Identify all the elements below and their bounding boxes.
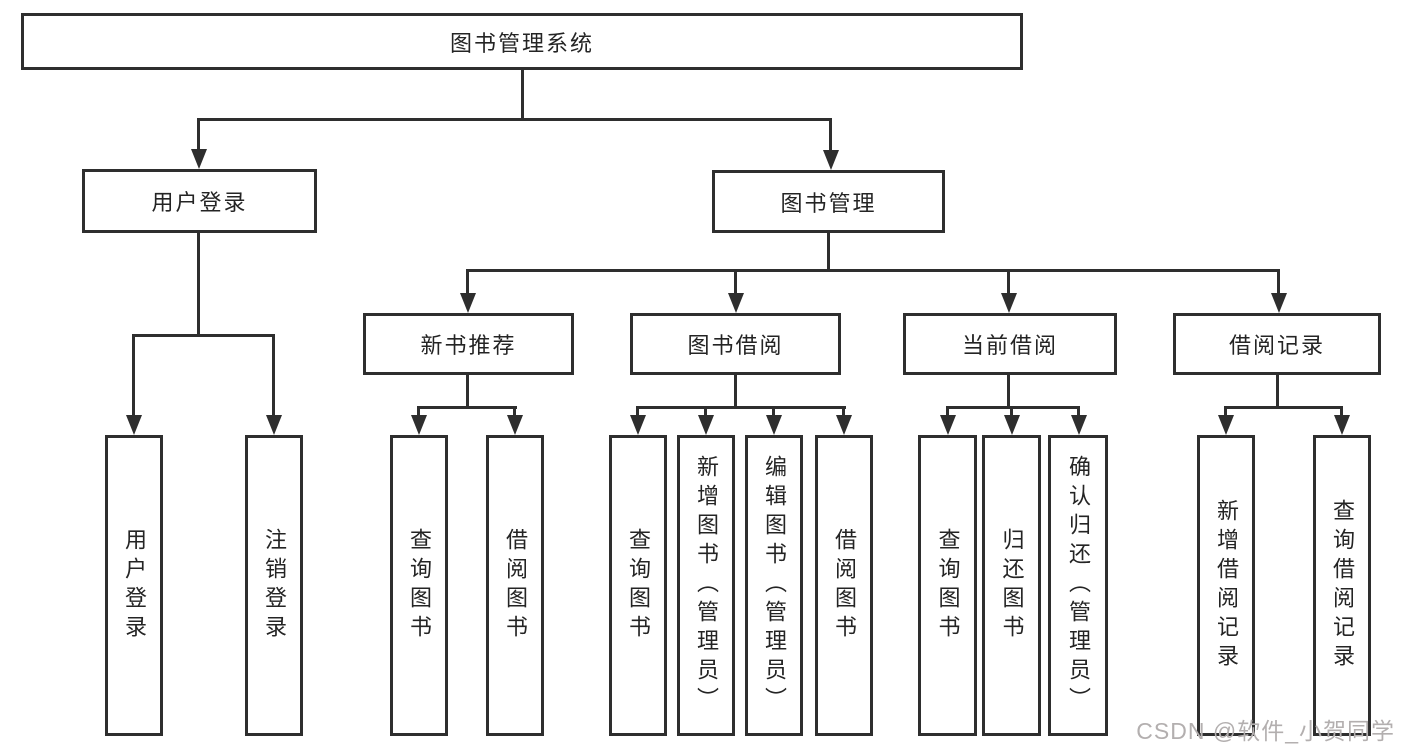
connector-bbadd-shaft xyxy=(704,406,707,420)
connector-userlogin-split xyxy=(132,334,275,337)
connector-bbquery-shaft xyxy=(636,406,639,420)
arrowhead-bbborrow xyxy=(836,415,852,435)
arrowhead-bradd xyxy=(1218,415,1234,435)
node-bb-add-book-label: 新增图书（管理员） xyxy=(694,455,719,716)
connector-userlogin-shaft xyxy=(197,118,200,152)
connector-bookmgmt-shaft xyxy=(829,118,832,152)
connector-bookborrow-shaft xyxy=(734,269,737,295)
node-cb-query-book-label: 查询图书 xyxy=(935,527,961,644)
node-rec-query-book-label: 查询图书 xyxy=(407,527,432,644)
node-br-add-record-label: 新增借阅记录 xyxy=(1214,498,1239,673)
node-bb-borrow-book: 借阅图书 xyxy=(815,435,873,736)
node-rec-borrow-book-label: 借阅图书 xyxy=(503,527,528,644)
connector-brquery-shaft xyxy=(1340,406,1343,420)
node-br-add-record: 新增借阅记录 xyxy=(1197,435,1255,736)
node-borrow-record: 借阅记录 xyxy=(1173,313,1381,375)
arrowhead-cbquery xyxy=(940,415,956,435)
arrowhead-recquery xyxy=(411,415,427,435)
connector-root-stem xyxy=(521,69,524,119)
node-rec-query-book: 查询图书 xyxy=(390,435,448,736)
connector-level3-split xyxy=(466,269,1280,272)
node-user-login-label: 用户登录 xyxy=(151,190,248,215)
node-book-borrow-label: 图书借阅 xyxy=(687,333,784,358)
arrowhead-cbconfirm xyxy=(1071,415,1087,435)
node-cb-return-book-label: 归还图书 xyxy=(999,527,1025,644)
node-br-query-record-label: 查询借阅记录 xyxy=(1330,498,1355,673)
arrowhead-loginaction xyxy=(126,415,142,435)
connector-currentborrow-stem xyxy=(1007,375,1010,409)
node-bb-add-book: 新增图书（管理员） xyxy=(677,435,735,736)
node-login-action: 用户登录 xyxy=(105,435,163,736)
node-bb-edit-book: 编辑图书（管理员） xyxy=(745,435,803,736)
node-book-borrow: 图书借阅 xyxy=(630,313,841,375)
node-new-book-rec-label: 新书推荐 xyxy=(420,333,517,358)
arrowhead-brquery xyxy=(1334,415,1350,435)
node-cb-confirm-return: 确认归还（管理员） xyxy=(1048,435,1108,736)
connector-cbconfirm-shaft xyxy=(1077,406,1080,420)
node-logout-action-label: 注销登录 xyxy=(262,527,287,644)
node-logout-action: 注销登录 xyxy=(245,435,303,736)
connector-bookmgmt-stem xyxy=(827,233,830,272)
connector-cbreturn-shaft xyxy=(1010,406,1013,420)
arrowhead-bbedit xyxy=(766,415,782,435)
arrowhead-bookmgmt xyxy=(823,150,839,170)
node-login-action-label: 用户登录 xyxy=(122,527,147,644)
connector-borrowrecord-split xyxy=(1224,406,1343,409)
node-bb-query-book: 查询图书 xyxy=(609,435,667,736)
connector-newbookrec-stem xyxy=(466,375,469,409)
node-root: 图书管理系统 xyxy=(21,13,1023,70)
connector-borrowrecord-shaft xyxy=(1277,269,1280,295)
arrowhead-currentborrow xyxy=(1001,293,1017,313)
connector-newbookrec-shaft xyxy=(466,269,469,295)
node-bb-query-book-label: 查询图书 xyxy=(626,527,651,644)
node-bb-edit-book-label: 编辑图书（管理员） xyxy=(762,455,787,716)
connector-bookborrow-split xyxy=(636,406,846,409)
arrowhead-borrowrecord xyxy=(1271,293,1287,313)
node-cb-query-book: 查询图书 xyxy=(918,435,977,736)
connector-currentborrow-split xyxy=(946,406,1080,409)
arrowhead-logoutaction xyxy=(266,415,282,435)
connector-logoutaction-shaft xyxy=(272,334,275,418)
node-borrow-record-label: 借阅记录 xyxy=(1228,333,1325,358)
node-bb-borrow-book-label: 借阅图书 xyxy=(832,527,857,644)
connector-bookborrow-stem xyxy=(734,375,737,409)
arrowhead-bbquery xyxy=(630,415,646,435)
connector-currentborrow-shaft xyxy=(1007,269,1010,295)
connector-newbookrec-split xyxy=(417,406,517,409)
csdn-watermark: CSDN @软件_小贺同学 xyxy=(1136,718,1395,744)
node-cb-return-book: 归还图书 xyxy=(982,435,1041,736)
node-user-login: 用户登录 xyxy=(82,169,317,233)
arrowhead-cbreturn xyxy=(1004,415,1020,435)
arrowhead-recborrow xyxy=(507,415,523,435)
node-new-book-rec: 新书推荐 xyxy=(363,313,574,375)
connector-bbedit-shaft xyxy=(772,406,775,420)
connector-recborrow-shaft xyxy=(513,406,516,420)
node-rec-borrow-book: 借阅图书 xyxy=(486,435,544,736)
connector-userlogin-stem xyxy=(197,233,200,337)
arrowhead-bbadd xyxy=(698,415,714,435)
connector-loginaction-shaft xyxy=(132,334,135,418)
node-book-mgmt-label: 图书管理 xyxy=(780,190,877,216)
connector-recquery-shaft xyxy=(417,406,420,420)
connector-cbquery-shaft xyxy=(946,406,949,420)
arrowhead-userlogin xyxy=(191,149,207,169)
node-cb-confirm-return-label: 确认归还（管理员） xyxy=(1066,455,1091,716)
node-book-mgmt: 图书管理 xyxy=(712,170,945,233)
node-root-label: 图书管理系统 xyxy=(449,30,594,56)
connector-bradd-shaft xyxy=(1224,406,1227,420)
connector-borrowrecord-stem xyxy=(1276,375,1279,409)
arrowhead-newbookrec xyxy=(460,293,476,313)
node-current-borrow: 当前借阅 xyxy=(903,313,1117,375)
node-current-borrow-label: 当前借阅 xyxy=(961,333,1058,358)
node-br-query-record: 查询借阅记录 xyxy=(1313,435,1371,736)
connector-root-split xyxy=(197,118,832,121)
connector-bbborrow-shaft xyxy=(842,406,845,420)
arrowhead-bookborrow xyxy=(728,293,744,313)
